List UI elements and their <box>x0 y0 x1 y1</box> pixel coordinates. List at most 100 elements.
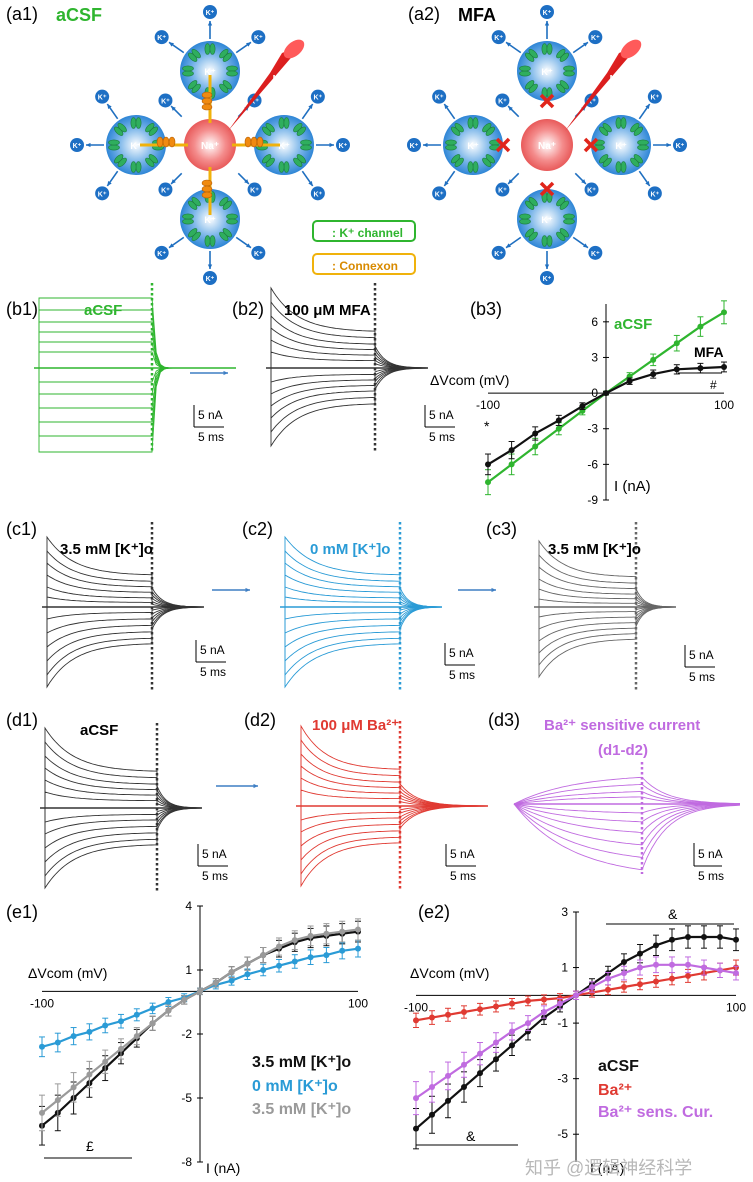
connexon-icon <box>201 103 213 111</box>
e2-x-axis-label: ΔVcom (mV) <box>410 965 490 981</box>
data-point <box>721 363 727 370</box>
block-x-mark <box>583 137 599 153</box>
data-point <box>54 1039 61 1046</box>
current-trace <box>44 606 205 634</box>
k-channel-icon <box>108 139 120 151</box>
data-point <box>355 945 361 952</box>
y-tick-label: 4 <box>185 899 192 913</box>
k-channel-icon <box>563 213 575 225</box>
k-channel-icon <box>182 65 194 77</box>
k-ion-center: K⁺ <box>541 67 552 77</box>
y-tick-label: -5 <box>181 1091 192 1105</box>
data-point <box>413 1095 419 1102</box>
k-channel-icon <box>467 161 479 173</box>
arrow-head <box>253 783 258 789</box>
data-point <box>307 932 314 939</box>
data-point <box>291 937 298 944</box>
current-trace <box>282 606 442 663</box>
data-point <box>637 981 643 988</box>
data-point <box>685 934 691 940</box>
current-trace <box>282 549 442 608</box>
k-channel-icon <box>556 228 569 241</box>
k-channel-icon <box>467 117 479 129</box>
panel-label-b1: (b1) <box>6 299 39 319</box>
scale-na-label: 5 nA <box>198 408 223 422</box>
data-point <box>165 999 172 1005</box>
e1-legend-3: 3.5 mM [K⁺]o <box>252 1101 352 1118</box>
k-ion-center: K⁺ <box>278 141 289 151</box>
current-trace <box>42 807 202 849</box>
data-point <box>323 952 330 959</box>
current-trace <box>44 586 204 608</box>
k-channel-icon <box>630 123 643 136</box>
k-channel-icon <box>219 228 232 241</box>
current-trace <box>42 807 203 890</box>
current-trace <box>36 351 236 369</box>
k-channel-icon <box>204 235 216 247</box>
data-point <box>70 1084 77 1091</box>
data-point <box>477 1006 483 1013</box>
k-ion-label: K⁺ <box>254 251 263 258</box>
panel-subtitle-d3: (d1-d2) <box>598 742 648 759</box>
k-ion-label: K⁺ <box>73 143 82 150</box>
data-point <box>86 1028 93 1035</box>
k-channel-icon <box>182 213 194 225</box>
current-trace <box>36 367 236 409</box>
k-ion-label: K⁺ <box>313 191 322 198</box>
e2-legend-3: Ba²⁺ sens. Cur. <box>598 1104 714 1121</box>
data-point <box>508 461 515 468</box>
current-trace <box>298 805 489 876</box>
data-point <box>717 967 723 974</box>
arrow-head <box>223 370 228 376</box>
data-point <box>461 1061 467 1068</box>
arrow-head <box>171 179 176 184</box>
k-channel-icon <box>445 139 457 151</box>
k-channel-icon <box>226 65 238 77</box>
connexon-icon <box>256 136 264 148</box>
current-trace <box>268 367 429 448</box>
y-tick-label: -1 <box>557 1016 568 1030</box>
k-ion-label: K⁺ <box>543 276 552 283</box>
data-point <box>555 425 562 432</box>
k-ion-label: K⁺ <box>98 95 107 102</box>
arrow-head <box>491 587 496 593</box>
data-point <box>445 1072 451 1079</box>
connexon-icon <box>168 136 176 148</box>
x-tick-label: -100 <box>404 1000 428 1014</box>
current-trace <box>42 726 203 809</box>
e2-amp-mark-bottom: & <box>466 1128 476 1144</box>
panel-label-c1: (c1) <box>6 519 37 539</box>
data-point <box>485 479 491 486</box>
data-point <box>589 984 595 990</box>
current-trace <box>42 740 203 809</box>
data-point <box>603 390 609 397</box>
block-x-mark <box>539 181 555 197</box>
k-ion-badge <box>310 89 325 104</box>
k-ion-badge <box>336 138 350 152</box>
current-trace <box>513 803 741 858</box>
data-point <box>669 936 675 943</box>
arrow-head <box>308 104 313 109</box>
k-channel-icon <box>482 123 495 136</box>
k-ion-badge <box>407 138 421 152</box>
data-point <box>197 988 203 995</box>
arrow-head <box>107 104 112 109</box>
data-point <box>650 371 657 378</box>
arrow-head <box>86 142 91 148</box>
y-tick-label: -9 <box>587 493 598 507</box>
panel-title-a1: aCSF <box>56 5 103 25</box>
panel-label-c3: (c3) <box>486 519 517 539</box>
scale-na-label: 5 nA <box>429 408 454 422</box>
k-ion-label: K⁺ <box>587 98 596 105</box>
panel-title-d1: aCSF <box>80 722 119 739</box>
scale-ms-label: 5 ms <box>449 668 475 682</box>
current-trace <box>513 803 740 814</box>
k-ion-badge <box>310 186 325 201</box>
k-ion-center: K⁺ <box>541 215 552 225</box>
k-channel-icon <box>293 154 306 167</box>
arrow-head <box>169 243 174 248</box>
current-trace <box>42 779 202 809</box>
data-point <box>339 947 346 954</box>
k-channel-icon <box>599 154 612 167</box>
